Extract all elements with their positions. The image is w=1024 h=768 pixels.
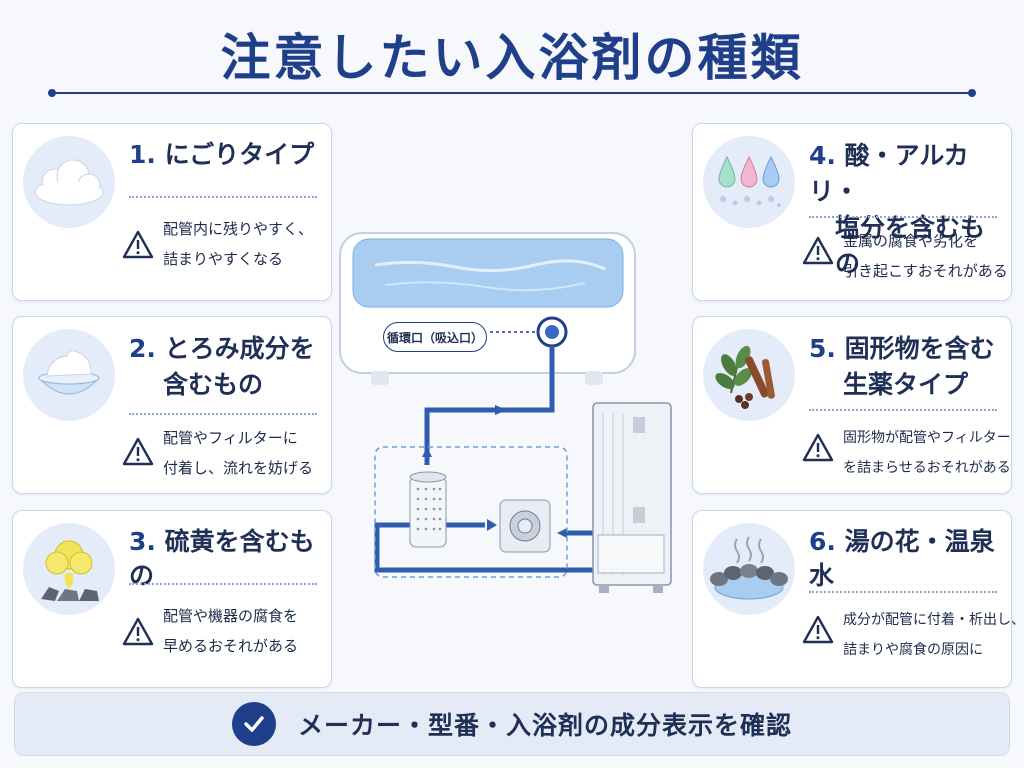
water-heater-icon	[592, 402, 672, 593]
card-divider	[129, 413, 317, 415]
pipe-outflow	[424, 346, 555, 465]
card-divider	[129, 583, 317, 585]
bathtub-circulation-diagram	[339, 232, 672, 593]
title-divider	[48, 89, 976, 97]
footer-text: メーカー・型番・入浴剤の成分表示を確認	[297, 711, 792, 740]
card-divider	[129, 196, 317, 198]
sulfur-rocks-icon	[23, 523, 115, 615]
card-title: 2. とろみ成分を 含むもの	[129, 334, 315, 399]
herbs-icon	[703, 329, 795, 421]
check-icon	[231, 702, 276, 746]
card-description: 金属の腐食や劣化を引き起こすおそれがある	[843, 232, 1008, 280]
cloud-icon	[23, 136, 115, 228]
footer-banner: メーカー・型番・入浴剤の成分表示を確認	[14, 692, 1010, 756]
warning-icon	[122, 230, 154, 259]
card-hot-spring-type: 6. 湯の花・温泉水 成分が配管に付着・析出し、詰まりや腐食の原因に	[692, 510, 1024, 688]
card-divider	[809, 591, 997, 593]
card-title: 5. 固形物を含む 生薬タイプ	[809, 334, 995, 399]
card-description: 固形物が配管やフィルターを詰まらせるおそれがある	[843, 430, 1011, 476]
card-description: 成分が配管に付着・析出し、詰まりや腐食の原因に	[843, 612, 1024, 658]
card-divider	[809, 216, 997, 218]
warning-icon	[802, 433, 834, 462]
card-divider	[809, 409, 997, 411]
filter-unit-enclosure	[374, 446, 568, 578]
card-cloudy-type: 1. にごりタイプ 配管内に残りやすく、詰まりやすくなる	[12, 123, 332, 301]
droplets-icon	[703, 136, 795, 228]
card-description: 配管内に残りやすく、詰まりやすくなる	[163, 220, 314, 268]
circulation-port-label: 循環口（吸込口）	[383, 322, 487, 352]
page-title: 注意したい入浴剤の種類	[220, 29, 804, 87]
bathtub	[339, 232, 636, 385]
card-herbal-type: 5. 固形物を含む 生薬タイプ 固形物が配管やフィルターを詰まらせるおそれがある	[692, 316, 1012, 494]
warning-icon	[122, 617, 154, 646]
card-sulfur-type: 3. 硫黄を含むもの 配管や機器の腐食を早めるおそれがある	[12, 510, 332, 688]
card-description: 配管や機器の腐食を早めるおそれがある	[163, 607, 299, 655]
cream-bowl-icon	[23, 329, 115, 421]
card-title: 1. にごりタイプ	[129, 140, 315, 169]
card-title: 3. 硫黄を含むもの	[129, 527, 315, 590]
filter-icon	[409, 471, 447, 548]
warning-icon	[802, 236, 834, 265]
card-title: 6. 湯の花・温泉水	[809, 527, 995, 590]
card-description: 配管やフィルターに付着し、流れを妨げる	[163, 429, 314, 477]
warning-icon	[802, 615, 834, 644]
pump-icon	[499, 499, 551, 553]
card-viscous-type: 2. とろみ成分を 含むもの 配管やフィルターに付着し、流れを妨げる	[12, 316, 332, 494]
hot-spring-icon	[703, 523, 795, 615]
card-acid-alkali-salt: 4. 酸・アルカリ・ 塩分を含むもの 金属の腐食や劣化を引き起こすおそれがある	[692, 123, 1012, 301]
warning-icon	[122, 437, 154, 466]
